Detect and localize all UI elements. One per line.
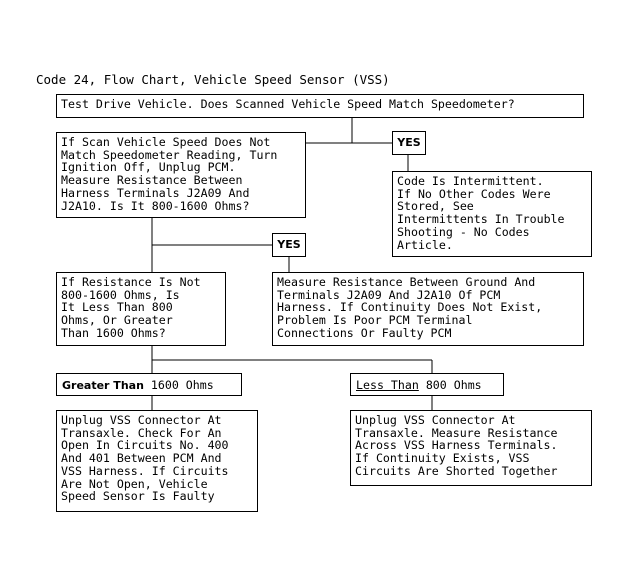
greater-than-value: 1600 Ohms <box>150 378 214 392</box>
test-drive-box: Test Drive Vehicle. Does Scanned Vehicle… <box>56 94 584 118</box>
greater-than-label: Greater Than 1600 Ohms <box>56 373 242 396</box>
less-than-label: Less Than 800 Ohms <box>350 373 504 396</box>
measure-harness-box: If Scan Vehicle Speed Does Not Match Spe… <box>56 132 306 218</box>
open-circuit-box: Unplug VSS Connector At Transaxle. Check… <box>56 410 258 512</box>
resistance-range-box: If Resistance Is Not 800-1600 Ohms, Is I… <box>56 272 226 346</box>
ground-check-box: Measure Resistance Between Ground And Te… <box>272 272 584 346</box>
yes-tag-1: YES <box>392 131 426 155</box>
less-than-text: Less Than <box>356 378 419 392</box>
yes-tag-2: YES <box>272 233 306 257</box>
intermittent-box: Code Is Intermittent. If No Other Codes … <box>392 171 592 257</box>
page-title: Code 24, Flow Chart, Vehicle Speed Senso… <box>36 72 390 87</box>
shorted-circuit-box: Unplug VSS Connector At Transaxle. Measu… <box>350 410 592 486</box>
less-than-value: 800 Ohms <box>425 378 482 392</box>
greater-than-text: Greater Than <box>62 379 144 392</box>
